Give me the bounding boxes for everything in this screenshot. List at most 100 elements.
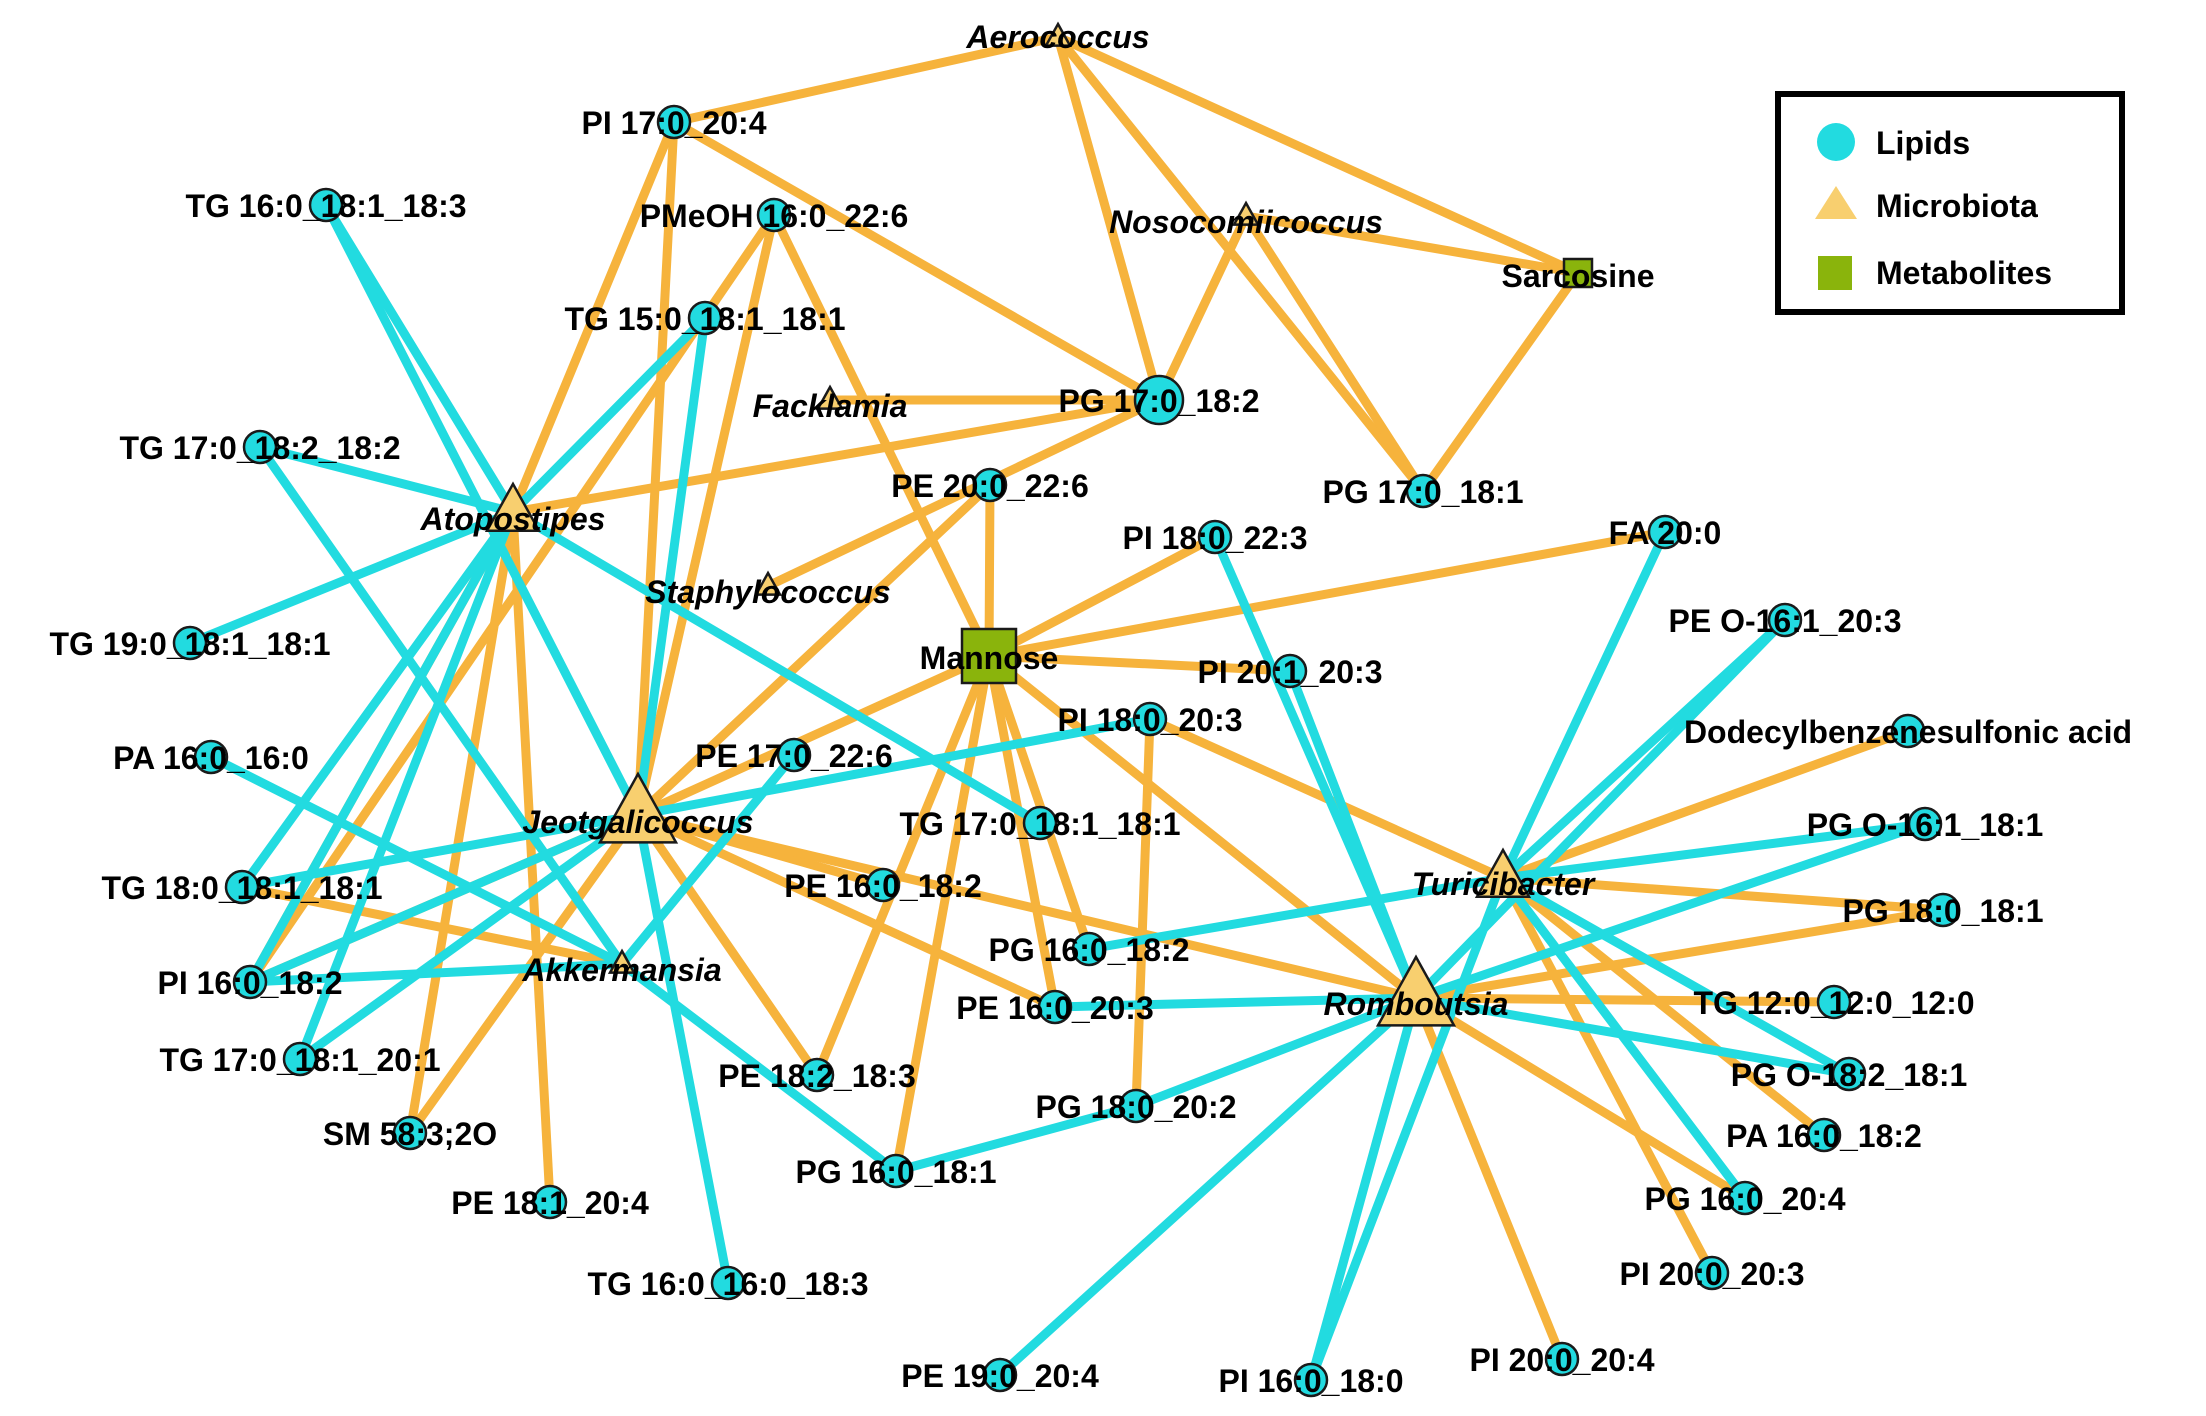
edge-jeotgalicoccus-sm58 bbox=[405, 810, 643, 1138]
edge-romboutsia-pgo18 bbox=[1411, 993, 1854, 1079]
node-label-dodecyl: Dodecylbenzenesulfonic acid bbox=[1684, 714, 2132, 750]
edge-turicibacter-pi16_180 bbox=[1306, 873, 1508, 1385]
node-pg16_181 bbox=[878, 1153, 914, 1189]
node-label-pe18_183: PE 18:2_18:3 bbox=[718, 1058, 915, 1094]
node-label-pe18_204: PE 18:1_20:4 bbox=[451, 1185, 649, 1221]
edge-staphylococcus-pg17_182 bbox=[763, 395, 1164, 591]
node-label-pg17_181: PG 17:0_18:1 bbox=[1322, 474, 1523, 510]
node-pg18_181 bbox=[1925, 892, 1961, 928]
legend-lipid-label: Lipids bbox=[1876, 125, 1970, 161]
edge-mannose-pg16_182 bbox=[984, 651, 1094, 954]
edge-pg18_202-romboutsia bbox=[1131, 993, 1421, 1111]
node-pi16_180 bbox=[1293, 1362, 1329, 1398]
legend-metabolite-icon bbox=[1818, 256, 1852, 290]
node-peo16 bbox=[1767, 602, 1803, 638]
edge-akkermansia-pi16_182 bbox=[245, 959, 627, 987]
node-label-pmeoh: PMeOH 16:0_22:6 bbox=[640, 198, 909, 234]
node-pe16_182 bbox=[865, 867, 901, 903]
labels-layer: AerococcusNosocomiicoccusFacklamiaStaphy… bbox=[49, 19, 2132, 1399]
node-pg17_182 bbox=[1133, 374, 1185, 426]
node-tg16_181_183 bbox=[308, 187, 344, 223]
edge-pe17_226-akkermansia bbox=[617, 750, 799, 969]
node-label-pg18_202: PG 18:0_20:2 bbox=[1035, 1089, 1236, 1125]
node-label-pgo18: PG O-18:2_18:1 bbox=[1731, 1057, 1968, 1093]
node-label-pa16_182: PA 16:0_18:2 bbox=[1726, 1118, 1922, 1154]
edge-mannose-pi20_203 bbox=[984, 651, 1295, 676]
node-label-pe20_226: PE 20:0_22:6 bbox=[891, 468, 1088, 504]
legend-lipid-icon bbox=[1817, 123, 1855, 161]
edge-atopostipes-sm58 bbox=[405, 507, 518, 1138]
node-tg17_181 bbox=[1022, 805, 1058, 841]
node-pe18_183 bbox=[799, 1057, 835, 1093]
edge-atopostipes-pi16_182 bbox=[245, 507, 518, 987]
node-label-tg17_201: TG 17:0_18:1_20:1 bbox=[159, 1042, 440, 1078]
edge-romboutsia-pg18_181 bbox=[1411, 905, 1948, 1003]
node-nosocomiicoccus bbox=[1231, 200, 1261, 226]
node-pi20_203 bbox=[1272, 653, 1308, 689]
edge-tg16_181_183-jeotgalicoccus bbox=[321, 200, 643, 820]
edge-romboutsia-pi16_180 bbox=[1306, 993, 1421, 1385]
edge-mannose-romboutsia bbox=[984, 651, 1421, 1003]
edge-pmeoh-mannose bbox=[769, 210, 994, 661]
edge-pe20_226-jeotgalicoccus bbox=[633, 480, 995, 820]
edge-pi17_204-atopostipes bbox=[508, 117, 679, 517]
node-label-turicibacter: Turicibacter bbox=[1412, 866, 1596, 902]
node-sm58 bbox=[392, 1115, 428, 1151]
node-pg16_182 bbox=[1071, 931, 1107, 967]
node-tg17_182 bbox=[242, 429, 278, 465]
edge-atopostipes-pg17_182 bbox=[508, 395, 1164, 517]
node-pe18_204 bbox=[532, 1184, 568, 1220]
node-label-pg17_182: PG 17:0_18:2 bbox=[1058, 383, 1259, 419]
edge-sarcosine-pg17_181 bbox=[1418, 268, 1583, 496]
edge-turicibacter-pgo18 bbox=[1498, 873, 1854, 1079]
node-label-tg18: TG 18:0_18:1_18:1 bbox=[101, 870, 382, 906]
edge-pi17_204-pg17_182 bbox=[669, 117, 1164, 405]
node-sarcosine bbox=[1562, 257, 1594, 289]
node-pi20_2003 bbox=[1694, 1255, 1730, 1291]
edges-layer bbox=[185, 32, 1948, 1385]
edge-akkermansia-tg18 bbox=[237, 882, 627, 969]
node-pg17_181 bbox=[1405, 473, 1441, 509]
node-label-tg12: TG 12:0_12:0_12:0 bbox=[1693, 985, 1974, 1021]
edge-pa16_160-akkermansia bbox=[206, 752, 627, 969]
node-staphylococcus bbox=[753, 570, 783, 596]
node-label-staphylococcus: Staphylococcus bbox=[645, 574, 890, 610]
edge-fa20-turicibacter bbox=[1498, 527, 1670, 883]
node-turicibacter bbox=[1474, 847, 1532, 898]
edge-atopostipes-tg17_201 bbox=[295, 507, 518, 1064]
node-label-pg18_181: PG 18:0_18:1 bbox=[1842, 893, 2043, 929]
edge-turicibacter-pa16_182 bbox=[1498, 873, 1829, 1140]
node-tg18 bbox=[224, 869, 260, 905]
legend-metabolite-label: Metabolites bbox=[1876, 255, 2052, 291]
node-label-tg16_160_183: TG 16:0_16:0_18:3 bbox=[587, 1266, 868, 1302]
node-label-pi16_180: PI 16:0_18:0 bbox=[1218, 1363, 1403, 1399]
node-tg12 bbox=[1816, 984, 1852, 1020]
edge-jeotgalicoccus-tg17_201 bbox=[295, 810, 643, 1064]
node-pa16_160 bbox=[193, 739, 229, 775]
node-pi17_204 bbox=[656, 104, 692, 140]
node-tg19 bbox=[172, 625, 208, 661]
node-label-tg17_182: TG 17:0_18:2_18:2 bbox=[119, 430, 400, 466]
node-label-pi18_203: PI 18:0_20:3 bbox=[1057, 702, 1242, 738]
edge-jeotgalicoccus-tg18 bbox=[237, 810, 643, 892]
node-label-tg15: TG 15:0_18:1_18:1 bbox=[564, 301, 845, 337]
node-aerococcus bbox=[1043, 21, 1073, 47]
node-tg16_160_183 bbox=[710, 1265, 746, 1301]
node-label-nosocomiicoccus: Nosocomiicoccus bbox=[1109, 204, 1383, 240]
edge-mannose-pg16_181 bbox=[891, 651, 994, 1176]
legend-microbiota-icon bbox=[1815, 186, 1857, 219]
node-pe19 bbox=[982, 1357, 1018, 1393]
legend-microbiota-label: Microbiota bbox=[1876, 188, 2038, 224]
node-pgo18 bbox=[1831, 1056, 1867, 1092]
edge-turicibacter-dodecyl bbox=[1498, 726, 1913, 883]
node-label-romboutsia: Romboutsia bbox=[1324, 986, 1509, 1022]
node-pe20_226 bbox=[972, 467, 1008, 503]
node-label-pe16_203: PE 16:0_20:3 bbox=[956, 990, 1153, 1026]
edge-romboutsia-pe19 bbox=[995, 993, 1421, 1380]
edge-mannose-pe20_226 bbox=[984, 480, 995, 661]
edge-nosocomiicoccus-pg17_182 bbox=[1154, 211, 1251, 405]
edge-pmeoh-jeotgalicoccus bbox=[633, 210, 779, 820]
edge-jeotgalicoccus-pe18_183 bbox=[633, 810, 822, 1080]
edge-aerococcus-pi17_204 bbox=[669, 32, 1063, 127]
